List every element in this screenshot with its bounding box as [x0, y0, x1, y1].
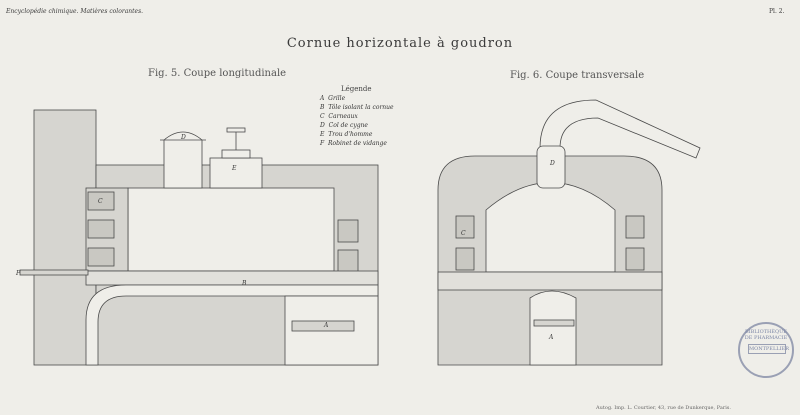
legend-item: A Grille	[320, 95, 346, 102]
legend-item: E Trou d'homme	[320, 131, 373, 138]
fig6-title: Fig. 6. Coupe transversale	[510, 70, 645, 81]
stamp-center-text: MONTPELLIER	[748, 344, 789, 354]
plate-title: Cornue horizontale à goudron	[286, 36, 514, 51]
fig6-label-D: D	[550, 160, 555, 167]
stamp-ring-text: BIBLIOTHÈQUE DE PHARMACIE	[744, 329, 788, 341]
fig6-drawing	[437, 99, 701, 366]
legend-item: D Col de cygne	[320, 122, 368, 129]
fig5-label-F: F	[16, 270, 21, 277]
fig5-label-D: D	[181, 134, 186, 141]
fig5-label-B: B	[242, 280, 247, 287]
library-stamp: BIBLIOTHÈQUE DE PHARMACIE MONTPELLIER	[738, 322, 794, 378]
plate-header-left: Encyclopédie chimique. Matières colorant…	[6, 8, 144, 15]
fig6-label-A: A	[549, 334, 554, 341]
fig6-label-C: C	[461, 230, 466, 237]
fig5-title: Fig. 5. Coupe longitudinale	[148, 68, 287, 79]
legend-title: Légende	[341, 85, 372, 93]
legend-item: F Robinet de vidange	[320, 140, 387, 147]
legend-item: C Carneaux	[320, 113, 358, 120]
fig5-drawing	[19, 109, 379, 366]
fig5-label-C: C	[98, 198, 103, 205]
fig5-label-A: A	[324, 322, 329, 329]
legend-item: B Tôle isolant la cornue	[320, 104, 394, 111]
printer-imprint: Autog. Imp. L. Courtier, 43, rue de Dunk…	[596, 405, 731, 411]
plate-number: Pl. 2.	[769, 8, 785, 15]
fig5-label-E: E	[232, 165, 237, 172]
